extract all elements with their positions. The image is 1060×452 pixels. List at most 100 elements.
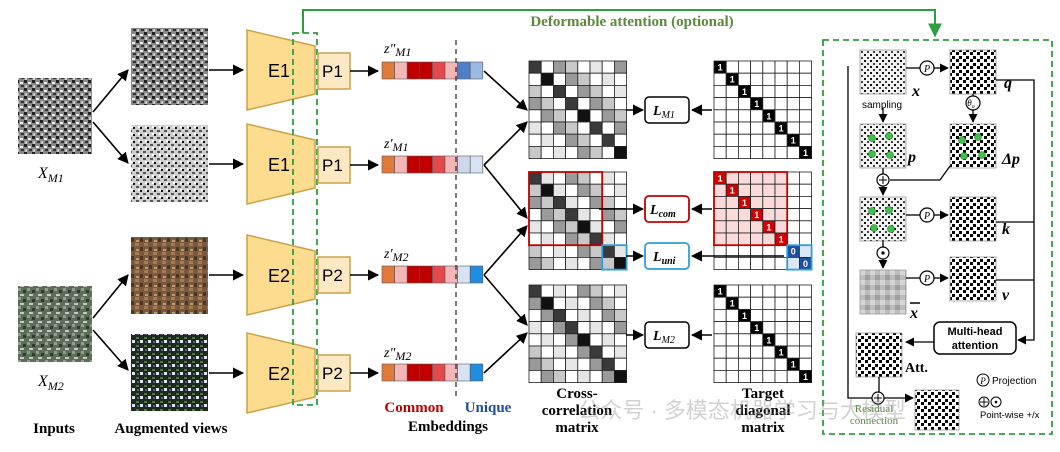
matrix-cell bbox=[786, 85, 800, 99]
input-image-m2 bbox=[18, 286, 92, 362]
matrix-cell bbox=[601, 72, 615, 86]
cross-correlation-matrix-com bbox=[528, 171, 628, 270]
matrix-cell bbox=[589, 296, 603, 310]
target-label-2: diagonal bbox=[735, 403, 790, 419]
matrix-cell bbox=[553, 145, 567, 159]
matrix-cell bbox=[738, 171, 752, 185]
projection-op-k bbox=[919, 207, 935, 223]
encoders bbox=[246, 29, 316, 414]
diagonal-digit: 1 bbox=[730, 186, 735, 196]
embedding-cell bbox=[381, 61, 395, 80]
attention-connectors bbox=[847, 63, 1035, 403]
matrix-cell bbox=[750, 256, 764, 270]
inputs-label: Inputs bbox=[33, 421, 75, 437]
matrix-cell bbox=[577, 60, 591, 74]
matrix-cell bbox=[528, 121, 542, 135]
matrix-cell bbox=[540, 296, 554, 310]
matrix-cell bbox=[601, 85, 615, 99]
matrix-cell bbox=[725, 121, 739, 135]
matrix-cell bbox=[750, 109, 764, 123]
tile-p bbox=[859, 123, 907, 169]
input-label-m1: XM1 bbox=[37, 165, 64, 185]
matrix-cell bbox=[786, 220, 800, 234]
matrix-cell bbox=[601, 145, 615, 159]
matrix-cell bbox=[786, 121, 800, 135]
target-matrix-m2 bbox=[713, 284, 813, 383]
matrix-cell bbox=[774, 208, 788, 222]
tile-k bbox=[949, 196, 997, 242]
matrix-cell bbox=[577, 256, 591, 270]
matrix-cell bbox=[577, 369, 591, 383]
matrix-cell bbox=[762, 72, 776, 86]
matrix-cell bbox=[540, 97, 554, 111]
matrix-cell bbox=[528, 171, 542, 185]
matrix-cell bbox=[601, 60, 615, 74]
legend-projection-icon bbox=[976, 373, 990, 387]
matrix-cell bbox=[738, 345, 752, 359]
cross-correlation-matrix-m2 bbox=[528, 284, 628, 383]
matrix-cell bbox=[540, 321, 554, 335]
matrix-cell bbox=[565, 308, 579, 322]
embedding-cell bbox=[469, 61, 484, 80]
sampling-label: sampling bbox=[862, 100, 902, 111]
matrix-cell bbox=[799, 345, 813, 359]
matrix-cell bbox=[614, 345, 628, 359]
matrix-cell bbox=[762, 145, 776, 159]
q-label: q bbox=[1004, 75, 1012, 92]
diagonal-digit: 1 bbox=[730, 299, 735, 309]
embedding-cell bbox=[394, 155, 408, 174]
diagonal-digit: 1 bbox=[742, 198, 747, 208]
matrix-cell bbox=[738, 220, 752, 234]
encoder-label-4: E2 bbox=[268, 364, 290, 384]
matrix-cell bbox=[589, 244, 603, 258]
matrix-cell bbox=[565, 220, 579, 234]
embedding-cell bbox=[394, 265, 408, 284]
matrix-cell bbox=[614, 109, 628, 123]
matrix-cell bbox=[713, 145, 727, 159]
matrix-cell bbox=[577, 321, 591, 335]
matrix-cell bbox=[774, 195, 788, 209]
matrix-cell bbox=[565, 321, 579, 335]
matrix-cell bbox=[738, 97, 752, 111]
matrix-cell bbox=[774, 171, 788, 185]
matrix-cell bbox=[774, 333, 788, 347]
matrix-cell bbox=[540, 244, 554, 258]
legend-projection-glyph: P bbox=[979, 376, 986, 386]
cross-corr-label-3: matrix bbox=[555, 420, 599, 436]
multi-head-label-1: Multi-head bbox=[948, 326, 1003, 338]
matrix-cell bbox=[553, 97, 567, 111]
matrix-cell bbox=[553, 109, 567, 123]
matrix-cell bbox=[799, 369, 813, 383]
matrix-cell bbox=[738, 208, 752, 222]
matrix-cell bbox=[786, 195, 800, 209]
matrix-cell bbox=[774, 321, 788, 335]
matrix-cell bbox=[725, 208, 739, 222]
loss-label-com: Lcom bbox=[649, 203, 676, 220]
matrix-cell bbox=[601, 109, 615, 123]
diagonal-digit: 1 bbox=[766, 335, 771, 345]
matrix-cell bbox=[589, 220, 603, 234]
matrix-cell bbox=[786, 308, 800, 322]
matrix-cell bbox=[565, 208, 579, 222]
matrix-cell bbox=[725, 357, 739, 371]
embedding-cell bbox=[381, 265, 395, 284]
residual-label-1: Residual bbox=[855, 403, 894, 415]
matrix-cell bbox=[738, 232, 752, 246]
matrix-cell bbox=[786, 321, 800, 335]
encoder-e2-a bbox=[246, 234, 316, 316]
matrix-cell bbox=[774, 60, 788, 74]
augmented-view-m2-a bbox=[131, 237, 208, 314]
x-label: x bbox=[911, 83, 920, 100]
matrix-cell bbox=[614, 133, 628, 147]
tile-output bbox=[914, 389, 960, 431]
matrix-cell bbox=[553, 171, 567, 185]
operator-glyphs bbox=[874, 176, 887, 402]
matrix-cell bbox=[601, 195, 615, 209]
embedding-cell bbox=[394, 363, 408, 382]
op-p-2: P bbox=[923, 211, 930, 222]
matrix-cell bbox=[750, 85, 764, 99]
p-label: p bbox=[906, 149, 916, 166]
matrix-cell bbox=[762, 183, 776, 197]
embedding-cell bbox=[469, 363, 484, 382]
matrix-cell bbox=[799, 171, 813, 185]
